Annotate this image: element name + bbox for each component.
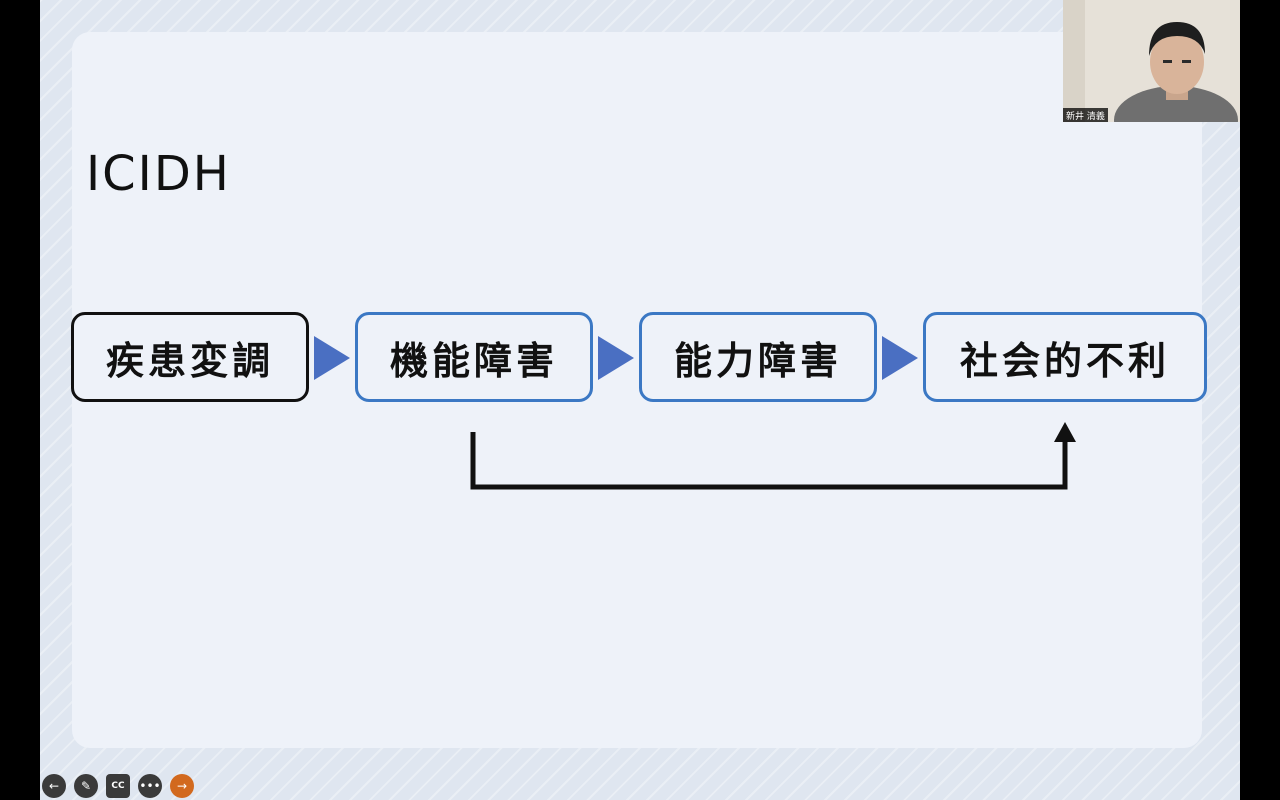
presenter-toolbar: ← ✎ CC ••• → (42, 773, 194, 799)
presentation-viewport: ICIDH 疾患変調 機能障害 能力障害 社会的不利 (40, 0, 1240, 800)
more-icon[interactable]: ••• (138, 774, 162, 798)
pen-icon[interactable]: ✎ (74, 774, 98, 798)
cc-icon[interactable]: CC (106, 774, 130, 798)
arrow-left-icon[interactable]: ← (42, 774, 66, 798)
participant-name: 新井 清義 (1063, 108, 1108, 122)
bypass-connector (40, 0, 1240, 800)
participant-avatar (1063, 0, 1240, 122)
bypass-arrowhead (1054, 422, 1076, 442)
participant-video[interactable]: 新井 清義 (1063, 0, 1240, 122)
bypass-line (473, 432, 1065, 487)
exit-icon[interactable]: → (170, 774, 194, 798)
